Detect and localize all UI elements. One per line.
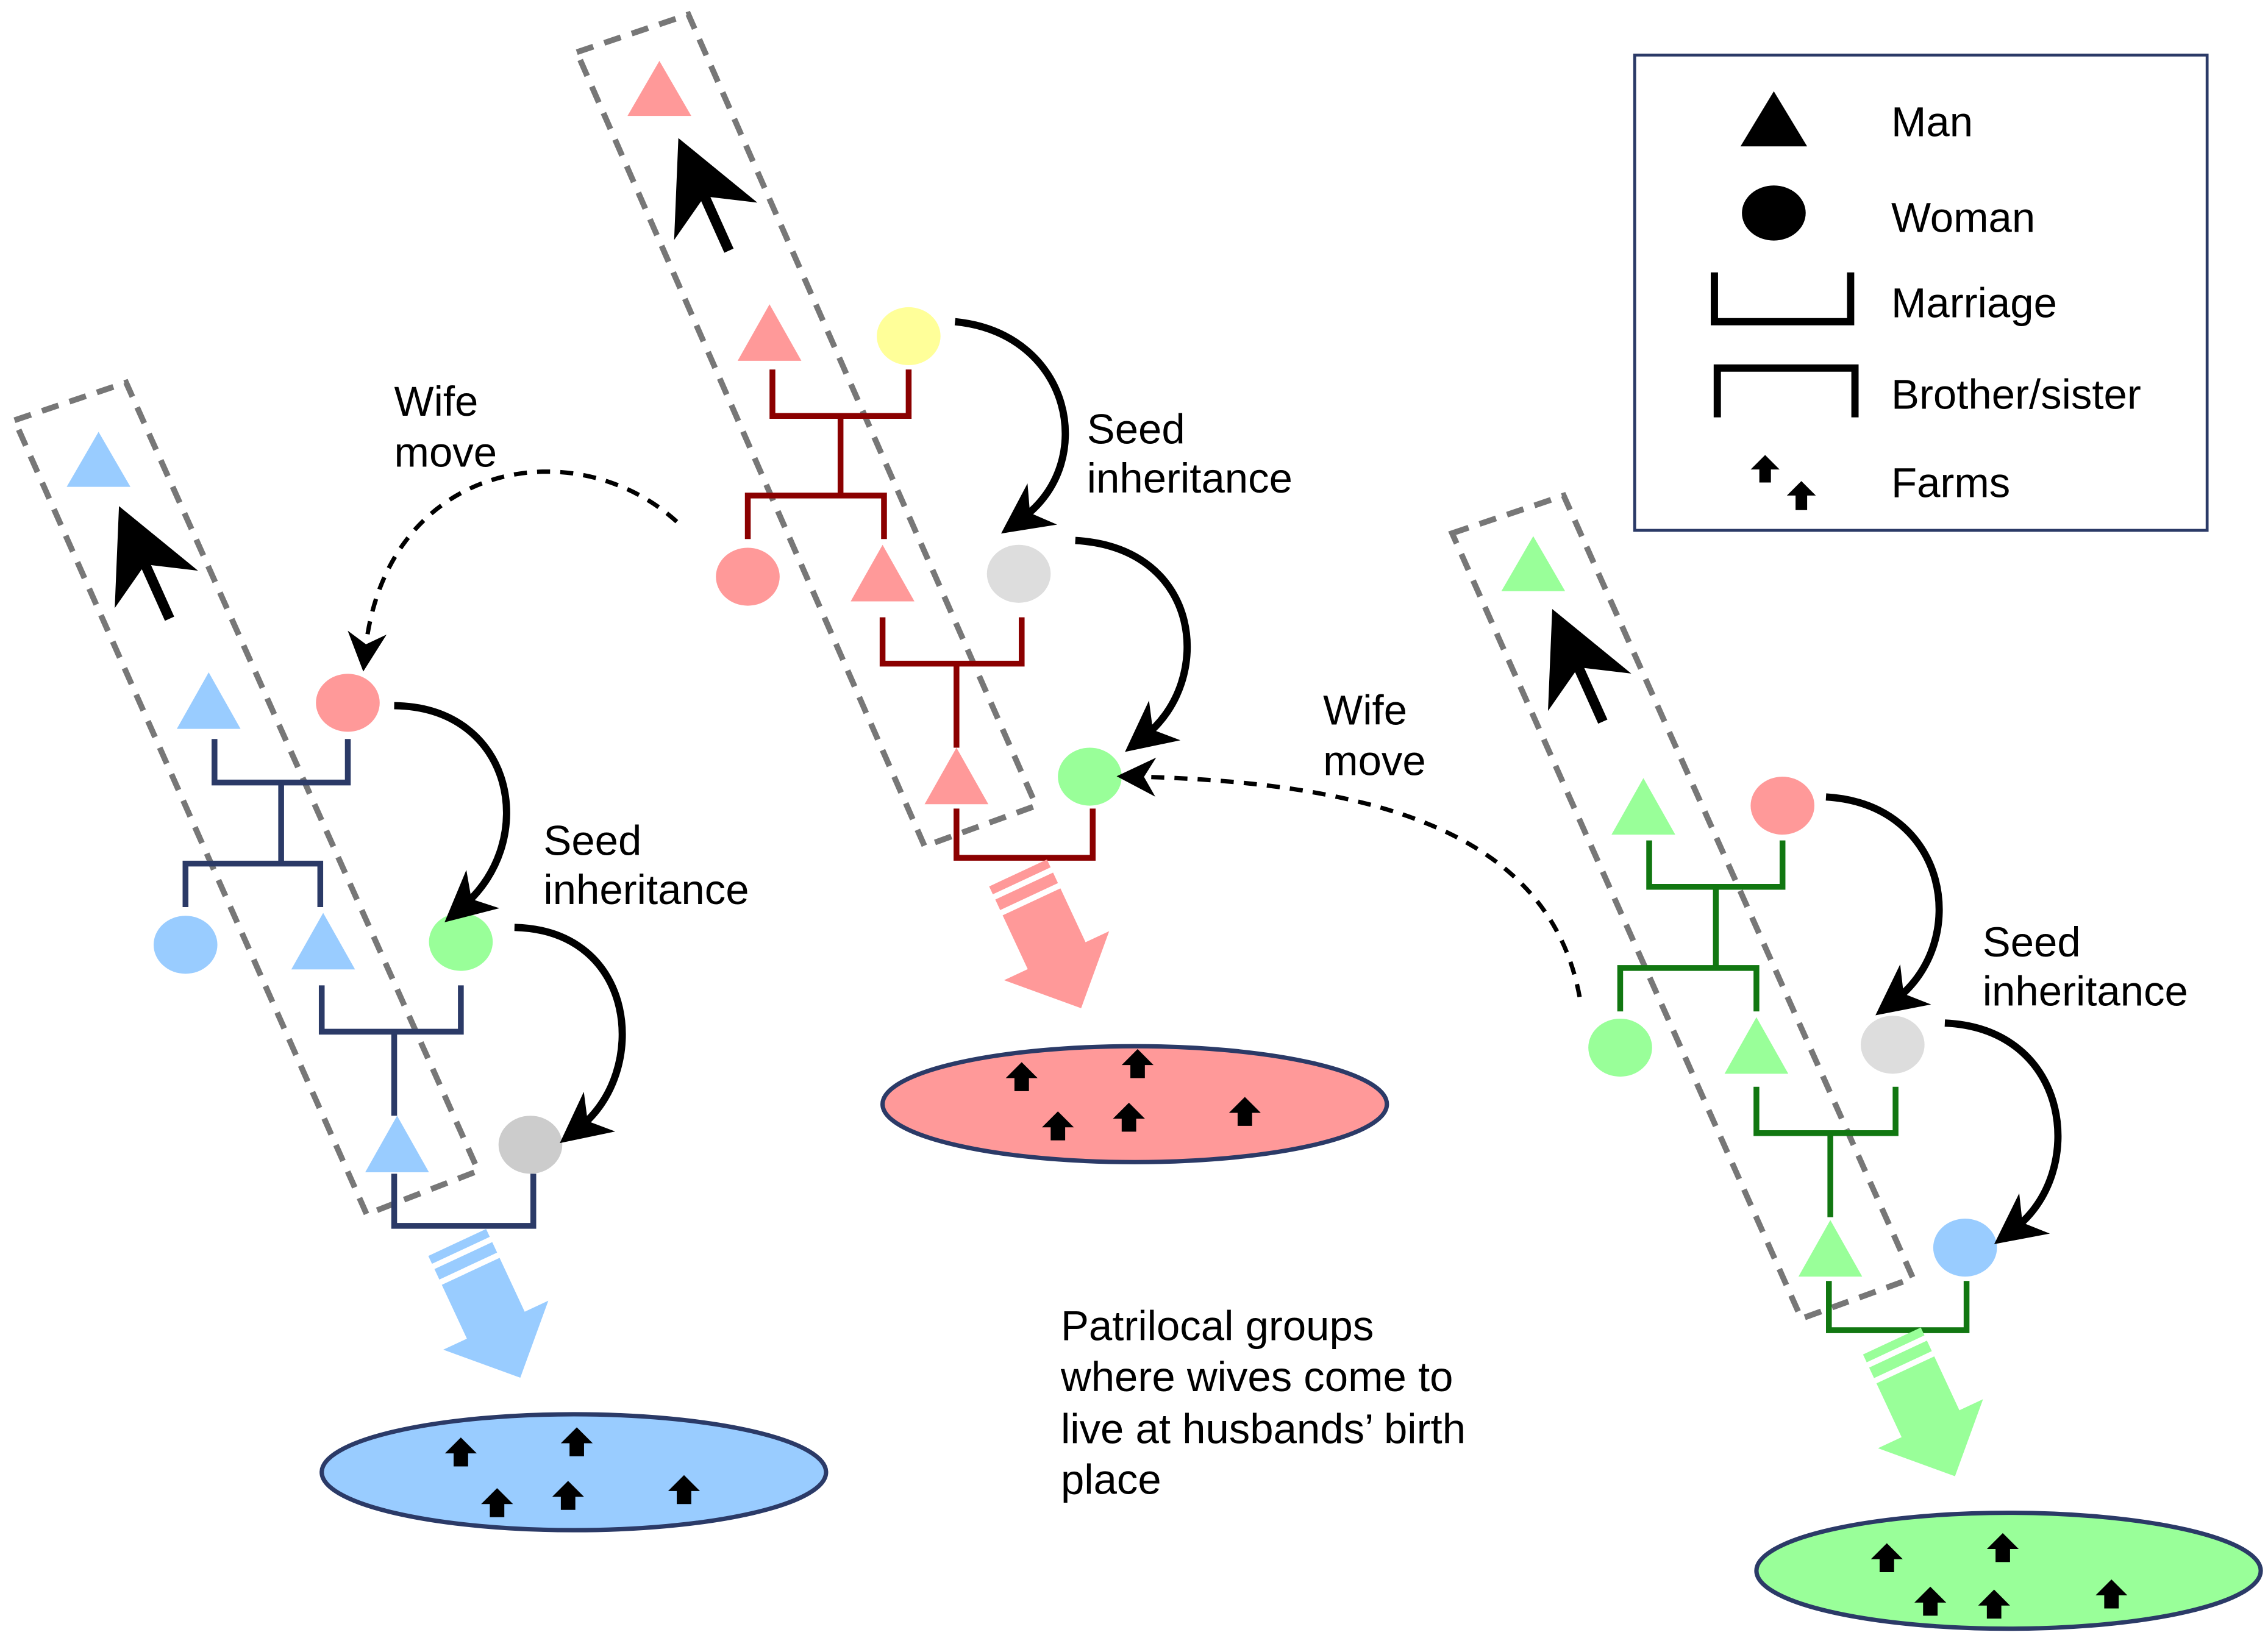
patriline-box [572, 10, 1040, 850]
man-icon [850, 544, 915, 602]
sibling-connector [744, 493, 887, 540]
ancestor-man-icon [627, 60, 691, 116]
legend-man-label: Man [1891, 98, 1973, 145]
seed-inheritance-label: Seed [543, 817, 641, 864]
caption-line: Patrilocal groups [1061, 1303, 1374, 1350]
marriage-connector [391, 1174, 537, 1229]
legend-marriage-icon [1711, 272, 1855, 326]
sister-icon [1588, 1019, 1652, 1077]
marriage-connector [954, 808, 1096, 861]
seed-inheritance-arrow [1825, 793, 1943, 1016]
sister-icon [153, 916, 218, 974]
marriage-connector [212, 739, 351, 786]
woman-icon [986, 544, 1051, 603]
wife-move-label: Wife [394, 378, 479, 425]
down-arrow-icon [428, 1229, 549, 1378]
lineage-arrow [1548, 608, 1631, 724]
marriage-connector [1753, 1086, 1899, 1136]
patriline-box [1448, 492, 1917, 1323]
seed-inheritance-label: inheritance [1983, 968, 2188, 1015]
man-icon [737, 304, 802, 361]
farm-icons [444, 1427, 701, 1517]
man-icon [924, 747, 989, 805]
marriage-connector [879, 617, 1025, 667]
man-icon [291, 913, 355, 970]
seed-inheritance-label: Seed [1087, 405, 1185, 452]
man-icon [1611, 778, 1675, 835]
legend-man-icon [1740, 91, 1808, 147]
farm-icons [1005, 1049, 1261, 1141]
farm-icons [1870, 1533, 2128, 1619]
patriline-box [10, 379, 482, 1218]
legend-box [1633, 53, 2209, 532]
seed-inheritance-arrow [954, 318, 1069, 534]
woman-icon [1750, 777, 1814, 835]
woman-icon [429, 913, 493, 971]
marriage-connector [1646, 840, 1786, 890]
caption-line: where wives come to [1060, 1353, 1453, 1400]
sister-icon [716, 547, 780, 606]
legend-woman-icon [1742, 185, 1806, 241]
ancestor-man-icon [1501, 536, 1566, 591]
woman-icon [1861, 1016, 1925, 1074]
seed-inheritance-label: Seed [1983, 919, 2081, 966]
man-icon [365, 1116, 429, 1172]
sibling-connector [182, 860, 324, 907]
seed-inheritance-label: inheritance [543, 866, 749, 913]
woman-icon [1933, 1219, 1997, 1277]
legend-sibling-icon [1713, 364, 1859, 418]
man-icon [177, 672, 241, 729]
down-arrow-icon [989, 859, 1110, 1008]
ancestor-man-icon [66, 432, 130, 487]
blue-lineage: Seed inheritance [10, 379, 829, 1533]
seed-inheritance-arrow [1075, 536, 1191, 752]
seed-inheritance-arrow [1944, 1019, 2062, 1244]
caption: Patrilocal groups where wives come to li… [1060, 1303, 1466, 1503]
down-arrow-icon [1863, 1327, 1983, 1476]
legend: Man Woman Marriage Brother/sister Farms [1633, 53, 2209, 532]
caption-line: place [1061, 1456, 1161, 1503]
sibling-connector [1617, 965, 1760, 1012]
red-lineage: Seed inheritance [572, 10, 1389, 1164]
wife-move-label: Wife [1323, 686, 1407, 733]
woman-icon [877, 307, 941, 365]
farm-territory [1754, 1510, 2263, 1631]
legend-farms-label: Farms [1891, 459, 2010, 506]
legend-sibling-label: Brother/sister [1891, 371, 2141, 418]
man-icon [1724, 1017, 1789, 1074]
wife-move-arrow [348, 469, 679, 672]
wife-move-label: move [1323, 738, 1426, 785]
caption-line: live at husbands’ birth [1061, 1405, 1466, 1452]
farm-territory [319, 1412, 829, 1533]
lineage-arrow [115, 506, 198, 621]
green-lineage: Seed inheritance [1448, 492, 2263, 1631]
man-icon [1798, 1220, 1863, 1277]
seed-inheritance-label: inheritance [1087, 455, 1293, 502]
wife-move-arrow [1116, 757, 1582, 998]
woman-icon [316, 674, 380, 732]
woman-icon [1058, 747, 1122, 806]
marriage-connector [318, 985, 464, 1035]
seed-inheritance-arrow [514, 924, 626, 1144]
seed-inheritance-arrow [394, 702, 510, 922]
legend-marriage-label: Marriage [1891, 280, 2057, 327]
legend-woman-label: Woman [1891, 194, 2035, 241]
marriage-connector [769, 369, 912, 419]
lineage-arrow [674, 138, 758, 253]
marriage-connector [1826, 1281, 1970, 1333]
wife-move-label: move [394, 429, 497, 475]
woman-icon [498, 1116, 563, 1174]
